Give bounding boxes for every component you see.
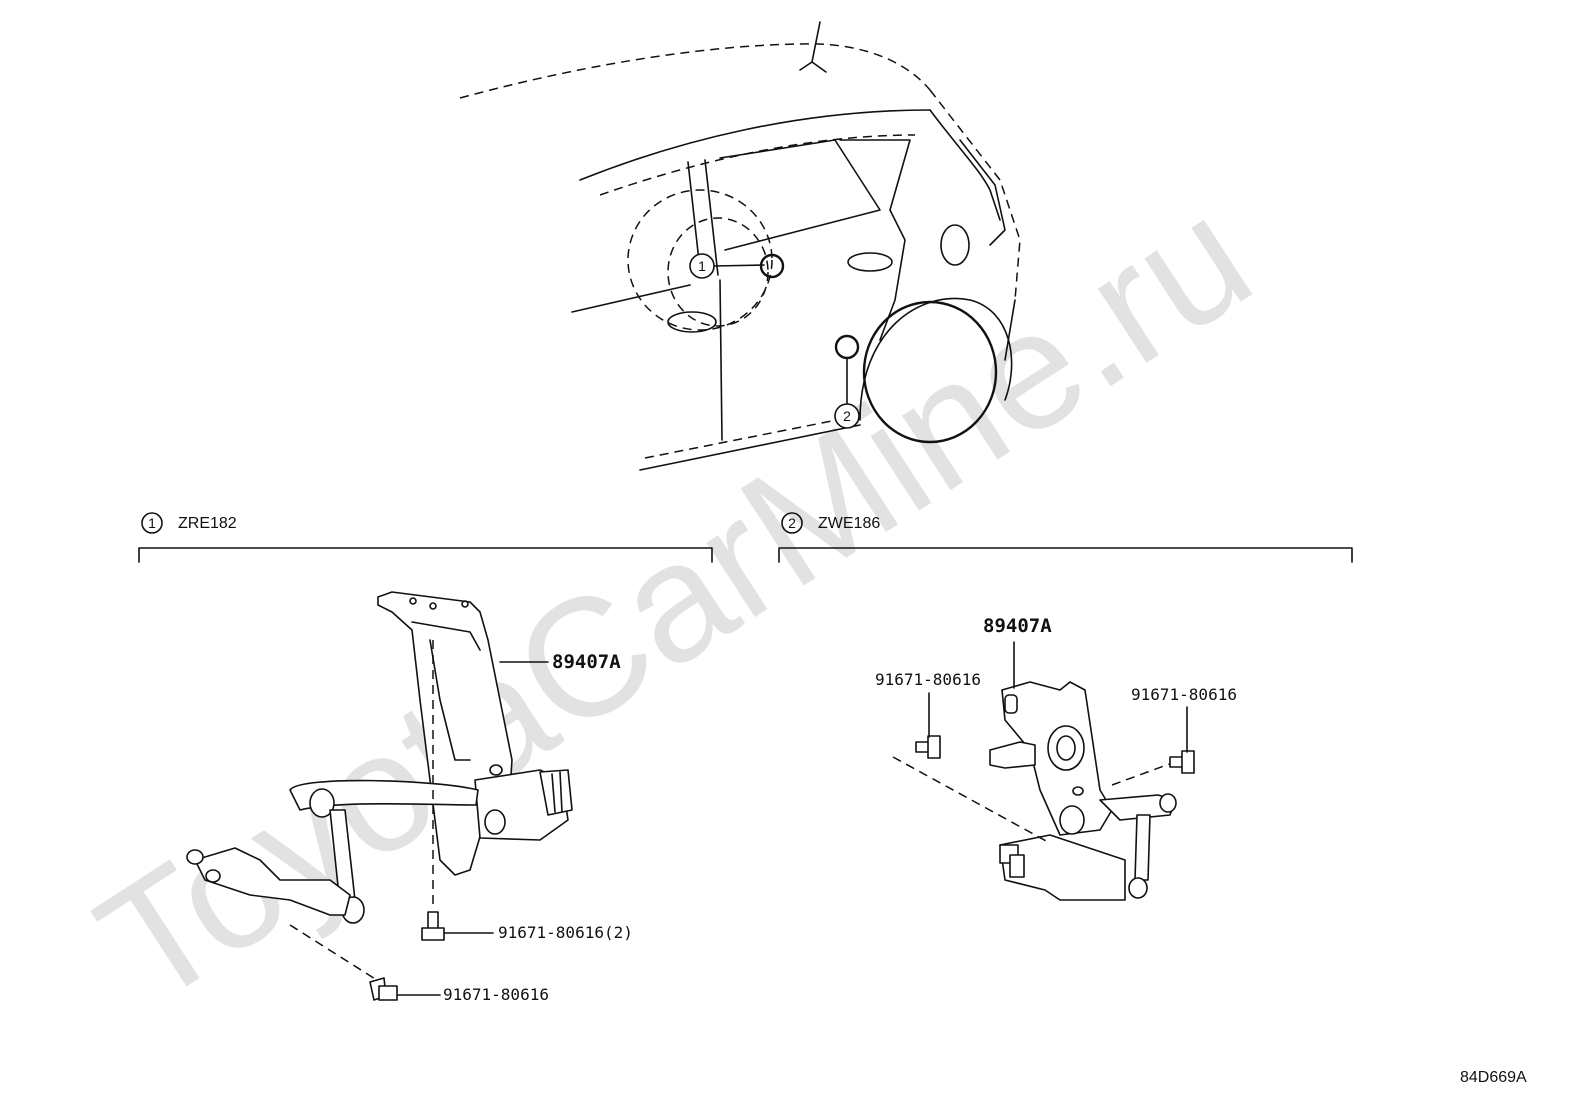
section-zwe186: 2 ZWE186	[778, 512, 1353, 901]
bolt-icon	[369, 977, 398, 1001]
section-2-marker: 2	[788, 515, 796, 531]
watermark: ToyotaCarMine.ru	[67, 160, 1281, 1040]
section-1-model: ZRE182	[178, 515, 237, 532]
bolt-label-lower-zre182: 91671-80616	[443, 985, 549, 1004]
bolt-label-upper-zre182: 91671-80616(2)	[498, 923, 633, 942]
section-2-bracket	[778, 547, 1353, 563]
callout-1-marker	[689, 253, 715, 279]
bolt-icon	[1169, 750, 1195, 774]
section-1-bracket	[138, 547, 713, 563]
bolt-icon	[421, 911, 445, 941]
callout-1-label: 1	[698, 258, 706, 274]
car-overview-illustration: 1 2	[459, 21, 1021, 471]
bolt-label-left-zwe186: 91671-80616	[875, 670, 981, 689]
section-2-model: ZWE186	[818, 515, 880, 532]
bolt-label-right-zwe186: 91671-80616	[1131, 685, 1237, 704]
height-sensor-zre182	[186, 591, 573, 924]
sensor-label-zre182: 89407A	[552, 651, 621, 673]
height-sensor-zwe186	[989, 681, 1177, 901]
callout-2-marker	[834, 403, 860, 429]
sensor-label-zwe186: 89407A	[983, 615, 1052, 637]
figure-code: 84D669A	[1460, 1069, 1527, 1086]
section-zre182: 1 ZRE182	[138, 512, 713, 1004]
callout-2-label: 2	[843, 408, 851, 424]
bolt-icon	[915, 735, 941, 759]
section-1-marker: 1	[148, 515, 156, 531]
